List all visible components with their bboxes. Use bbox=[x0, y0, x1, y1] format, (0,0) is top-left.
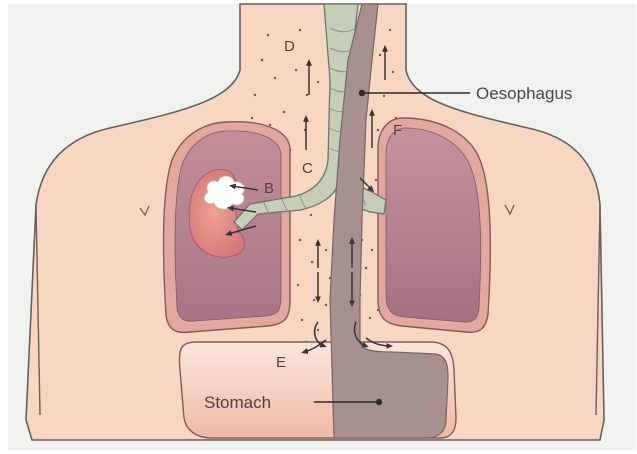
label-f: F bbox=[393, 122, 402, 139]
oesophagus-label: Oesophagus bbox=[476, 84, 572, 103]
label-c: C bbox=[302, 160, 313, 177]
oesophagus-dot bbox=[359, 90, 365, 96]
label-d: D bbox=[284, 38, 295, 55]
stomach-dot bbox=[376, 399, 382, 405]
label-e: E bbox=[276, 354, 286, 371]
label-b: B bbox=[264, 180, 274, 197]
stomach-label: Stomach bbox=[204, 393, 271, 412]
